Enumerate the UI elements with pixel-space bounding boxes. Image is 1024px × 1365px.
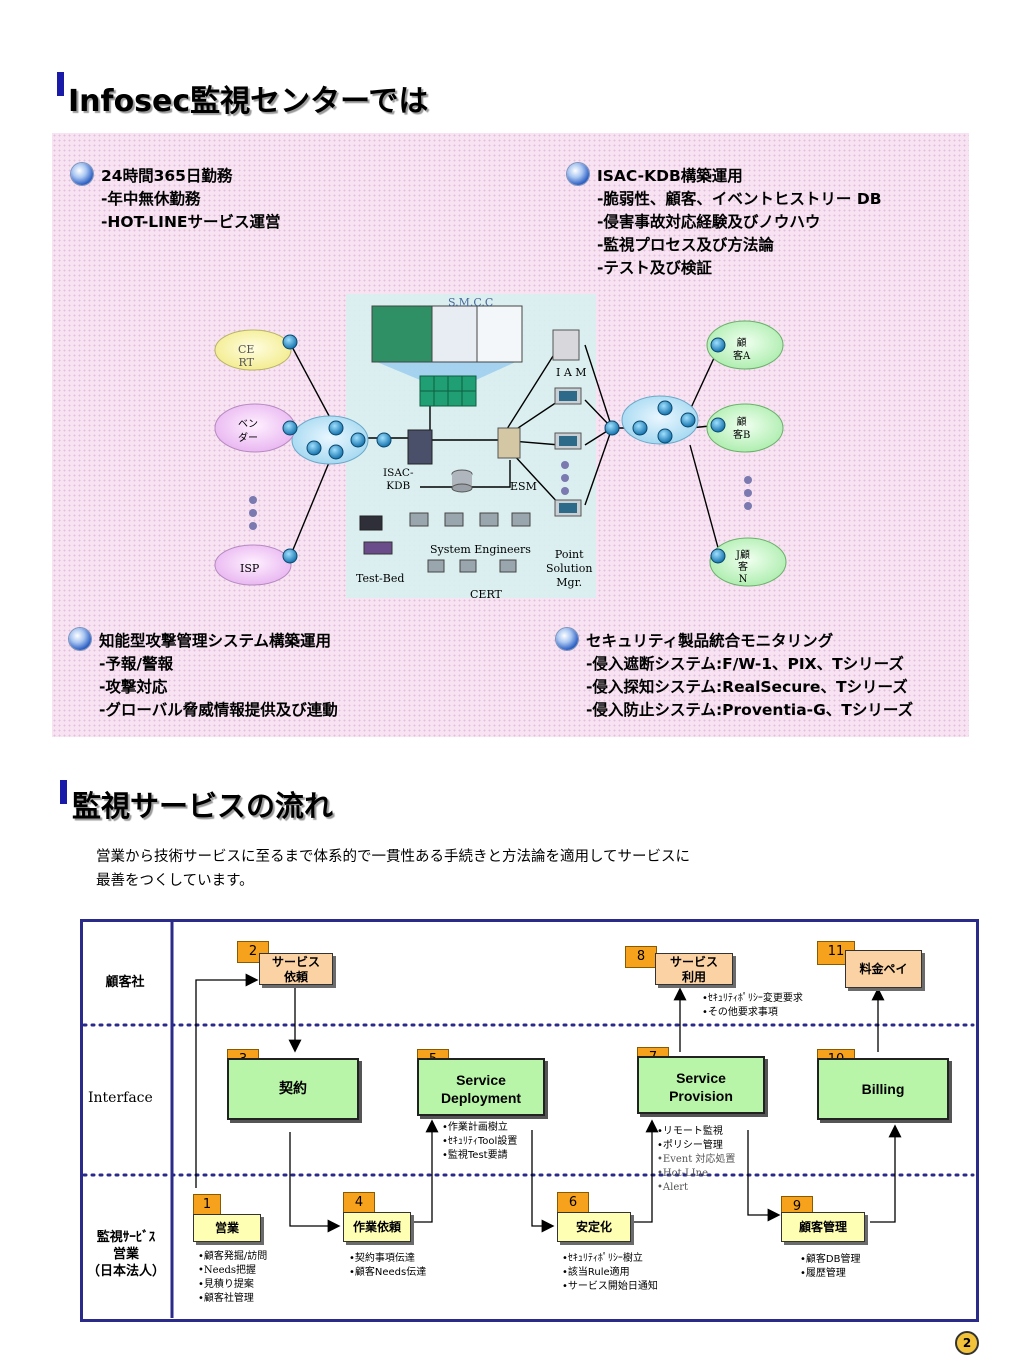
- flow-lines: [82, 920, 975, 1318]
- test-bed-label: Test-Bed: [356, 572, 405, 585]
- cloud-customer-n: [709, 537, 787, 587]
- feature-attack-mgmt: 知能型攻撃管理システム構築運用 -予報/警報 -攻撃対応 -グローバル脅威情報提…: [99, 632, 338, 719]
- iam-label: I A M: [556, 366, 587, 379]
- point-solution-label: Point Solution Mgr.: [546, 548, 593, 589]
- step-box-service-use: サービス 利用: [655, 953, 733, 985]
- smcc-label: S.M.C.C: [448, 296, 494, 309]
- note-step-9: •顧客DB管理 •履歴管理: [800, 1254, 861, 1279]
- step-box-service-provision: Service Provision: [637, 1056, 765, 1114]
- section-title-flow: 監視サービスの流れ: [72, 789, 334, 823]
- feature-24h: 24時間365日勤務 -年中無休勤務 -HOT-LINEサービス運営: [101, 167, 281, 231]
- cloud-isp: [214, 544, 292, 586]
- step-box-payment: 料金ペイ: [845, 950, 922, 988]
- smcc-screen-2: [431, 305, 478, 363]
- test-bed-device: [363, 541, 393, 555]
- lane-label-interface: Interface: [88, 1090, 153, 1106]
- step-number-8: 8: [625, 946, 657, 968]
- note-step-1: •顧客発掘/訪問 •Needs把握 •見積り提案 •顧客社管理: [198, 1251, 268, 1304]
- cloud-label-isp: ISP: [240, 562, 260, 575]
- lane-label-sales: 監視ｻｰﾋﾞｽ 営業 （日本法人）: [86, 1230, 165, 1279]
- bullet-icon: [556, 628, 578, 650]
- flow-intro: 営業から技術サービスに至るまで体系的で一貫性ある手続きと方法論を適用してサービス…: [96, 849, 691, 889]
- isac-kdb-server: [407, 429, 433, 465]
- esm-label: ESM: [510, 480, 537, 493]
- step-box-billing: Billing: [817, 1058, 949, 1120]
- cloud-label-customer-n: J顧 客 N: [736, 550, 751, 585]
- system-engineers-label: System Engineers: [430, 543, 531, 556]
- cert-bottom-label: CERT: [470, 588, 502, 601]
- router-icons: [282, 334, 726, 564]
- bullet-icon: [567, 163, 589, 185]
- step-box-sales: 営業: [193, 1214, 261, 1242]
- title-accent-bar: [57, 72, 64, 96]
- workstation-icons: [554, 387, 582, 517]
- section-title-infosec: Infosec監視センターでは: [68, 84, 429, 119]
- step-box-customer-mgmt: 顧客管理: [781, 1212, 865, 1242]
- step-box-contract: 契約: [227, 1058, 359, 1120]
- note-step-6: •ｾｷｭﾘﾃｨﾎﾟﾘｼｰ樹立 •該当Rule適用 •サービス開始日通知: [562, 1253, 658, 1292]
- note-step-7: •リモート監視 •ポリシー管理 •Event 対応処置 •Hot-LIne •A…: [657, 1126, 736, 1193]
- cloud-label-customer-b: 顧 客B: [733, 417, 751, 441]
- page-number: 2: [962, 1336, 972, 1350]
- cloud-customer-a: [706, 320, 784, 370]
- step-box-service-deployment: Service Deployment: [417, 1058, 545, 1116]
- engineer-pcs: [409, 512, 531, 573]
- step-number-6: 6: [557, 1192, 589, 1214]
- title-accent-bar: [60, 780, 67, 804]
- network-diagram: [214, 294, 787, 598]
- esm-server: [497, 427, 521, 459]
- cloud-label-cert: CE RT: [238, 343, 255, 369]
- cloud-customer-b: [706, 403, 784, 453]
- bullet-icon: [69, 628, 91, 650]
- note-step-5: •作業計画樹立 •ｾｷｭﾘﾃｨTool設置 •監視Test要請: [442, 1122, 518, 1161]
- step-box-stabilization: 安定化: [557, 1212, 631, 1242]
- laptop-icon: [359, 515, 383, 531]
- cloud-label-vendor: ベン ダー: [238, 419, 258, 444]
- step-number-1: 1: [193, 1194, 221, 1216]
- note-step-8: •ｾｷｭﾘﾃｨﾎﾟﾘｼｰ変更要求 •その他要求事項: [702, 993, 803, 1018]
- cloud-label-customer-a: 顧 客A: [733, 338, 751, 362]
- step-number-4: 4: [343, 1192, 375, 1214]
- lane-label-customer: 顧客社: [105, 975, 145, 990]
- smcc-beam: [372, 360, 520, 380]
- console-grid: [420, 376, 476, 406]
- isac-kdb-label: ISAC- KDB: [383, 467, 414, 492]
- cloud-cert: [214, 329, 292, 371]
- feature-product-monitoring: セキュリティ製品統合モニタリング -侵入遮断システム:F/W-1、PIX、Tシリ…: [586, 632, 914, 719]
- feature-isac-kdb: ISAC-KDB構築運用 -脆弱性、顧客、イベントヒストリー DB -侵害事故対…: [597, 167, 882, 277]
- smcc-screen-3: [476, 305, 523, 363]
- note-step-4: •契約事項伝達 •顧客Needs伝達: [349, 1253, 427, 1278]
- flow-diagram-frame: [80, 919, 979, 1322]
- iam-server: [552, 329, 580, 361]
- smcc-screen-1: [371, 305, 433, 363]
- ellipsis-dots: [249, 461, 752, 530]
- page-number-badge: 2: [955, 1331, 979, 1355]
- step-box-service-request: サービス 依頼: [259, 953, 333, 985]
- step-box-work-request: 作業依頼: [343, 1212, 411, 1242]
- bullet-icon: [71, 163, 93, 185]
